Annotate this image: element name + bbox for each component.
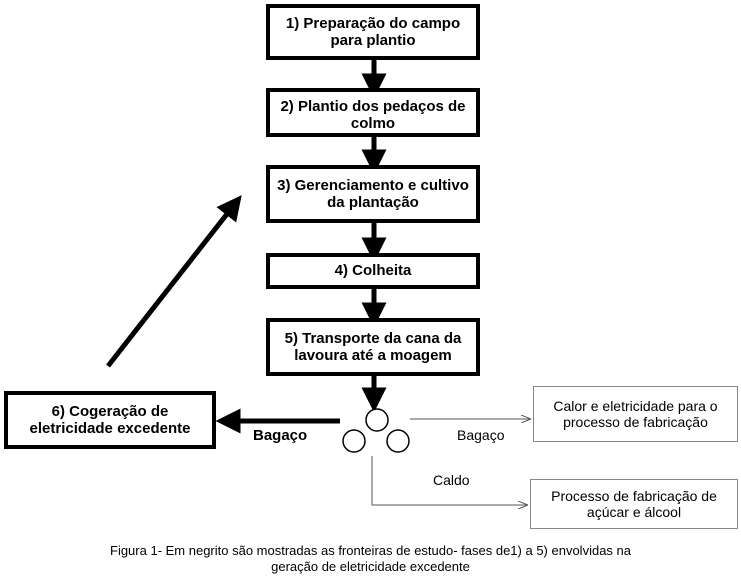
- mill-roller-top: [365, 408, 389, 432]
- step-2-box: 2) Plantio dos pedaços de colmo: [266, 88, 480, 137]
- caldo-label: Caldo: [433, 472, 470, 488]
- step-4-label: 4) Colheita: [334, 262, 412, 280]
- mill-roller-right: [386, 429, 410, 453]
- bagaco-bold-label: Bagaço: [253, 427, 308, 444]
- bagaco-label: Bagaço: [457, 427, 505, 443]
- sugar-alcohol-process-label: Processo de fabricação de açúcar e álcoo…: [551, 487, 717, 520]
- step-1-label: 1) Preparação do campo para plantio: [285, 14, 461, 49]
- arrow-feedback: [106, 195, 242, 368]
- sugar-alcohol-process-box: Processo de fabricação de açúcar e álcoo…: [530, 479, 738, 529]
- step-4-box: 4) Colheita: [266, 253, 480, 289]
- heat-electricity-label: Calor e eletricidade para o processo de …: [553, 397, 718, 430]
- step-3-box: 3) Gerenciamento e cultivo da plantação: [266, 165, 480, 223]
- step-6-label: 6) Cogeração de eletricidade excedente: [29, 402, 191, 437]
- arrow-caldo: [371, 456, 527, 505]
- heat-electricity-box: Calor e eletricidade para o processo de …: [533, 386, 738, 442]
- step-3-label: 3) Gerenciamento e cultivo da plantação: [277, 176, 469, 211]
- step-1-box: 1) Preparação do campo para plantio: [266, 4, 480, 60]
- caption-line-1: Figura 1- Em negrito são mostradas as fr…: [110, 543, 631, 558]
- step-5-box: 5) Transporte da cana da lavoura até a m…: [266, 318, 480, 376]
- caption-line-2: geração de eletricidade excedente: [271, 559, 470, 575]
- mill-roller-left: [342, 429, 366, 453]
- figure-caption: Figura 1- Em negrito são mostradas as fr…: [0, 543, 741, 576]
- step-6-box: 6) Cogeração de eletricidade excedente: [4, 391, 216, 449]
- step-2-label: 2) Plantio dos pedaços de colmo: [280, 98, 466, 133]
- step-5-label: 5) Transporte da cana da lavoura até a m…: [284, 329, 462, 364]
